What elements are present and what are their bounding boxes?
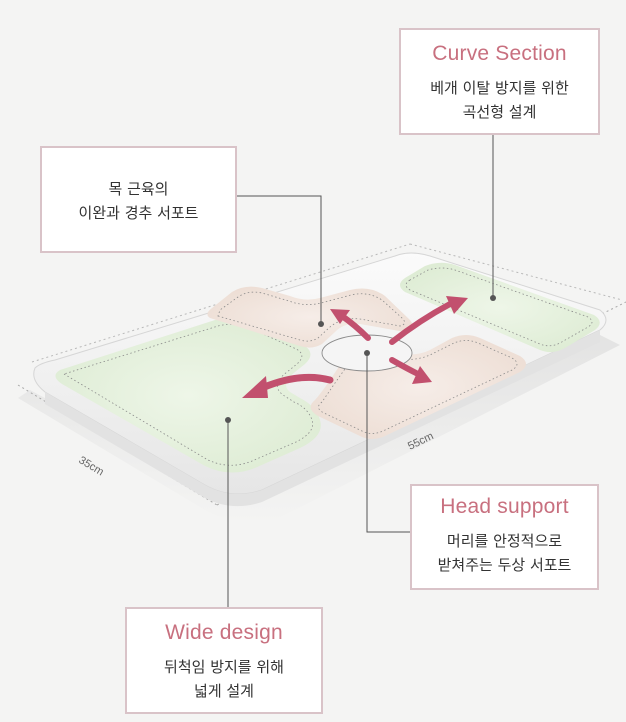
neck-support-zone <box>207 286 414 348</box>
leader-dot-wide <box>225 417 231 423</box>
callout-line: 넓게 설계 <box>194 682 254 700</box>
dimension-label-depth: 35cm <box>76 454 105 478</box>
leader-dot-curve <box>490 295 496 301</box>
leader-line-neck <box>237 195 322 324</box>
callout-line: 이완과 경추 서포트 <box>78 204 199 222</box>
leader-dot-head <box>364 350 370 356</box>
callout-line: 베개 이탈 방지를 위한 <box>430 79 569 97</box>
callout-line: 뒤척임 방지를 위해 <box>164 658 284 676</box>
callout-wide-design: Wide design 뒤척임 방지를 위해 넓게 설계 <box>125 607 323 714</box>
callout-title: Head support <box>440 495 569 518</box>
curved-arrow-icon <box>412 366 432 384</box>
leader-dot-neck <box>318 321 324 327</box>
curved-arrow-icon <box>389 357 421 377</box>
head-lower-zone-stitch <box>318 340 518 434</box>
leader-line-head <box>366 353 410 533</box>
neck-support-zone-stitch <box>217 291 405 342</box>
callout-title: Wide design <box>165 621 283 644</box>
curved-arrow-icon <box>446 296 468 314</box>
curved-arrow-icon <box>242 376 268 398</box>
callout-line: 곡선형 설계 <box>462 103 537 121</box>
curved-arrow-icon <box>258 373 334 392</box>
dimension-line-top <box>31 243 623 363</box>
callout-line: 목 근육의 <box>108 180 169 198</box>
wide-support-zone <box>55 318 321 473</box>
callout-line: 머리를 안정적으로 <box>446 532 563 550</box>
curved-arrow-icon <box>389 301 453 345</box>
callout-head-support: Head support 머리를 안정적으로 받쳐주는 두상 서포트 <box>410 484 599 590</box>
callout-title: Curve Section <box>432 42 567 65</box>
callout-line: 받쳐주는 두상 서포트 <box>437 556 572 574</box>
pillow-side-edge <box>45 330 600 507</box>
curved-arrow-icon <box>330 309 350 324</box>
callout-neck-support: 목 근육의 이완과 경추 서포트 <box>40 146 237 253</box>
callout-curve-section: Curve Section 베개 이탈 방지를 위한 곡선형 설계 <box>399 28 600 135</box>
curve-section-zone <box>400 262 600 353</box>
